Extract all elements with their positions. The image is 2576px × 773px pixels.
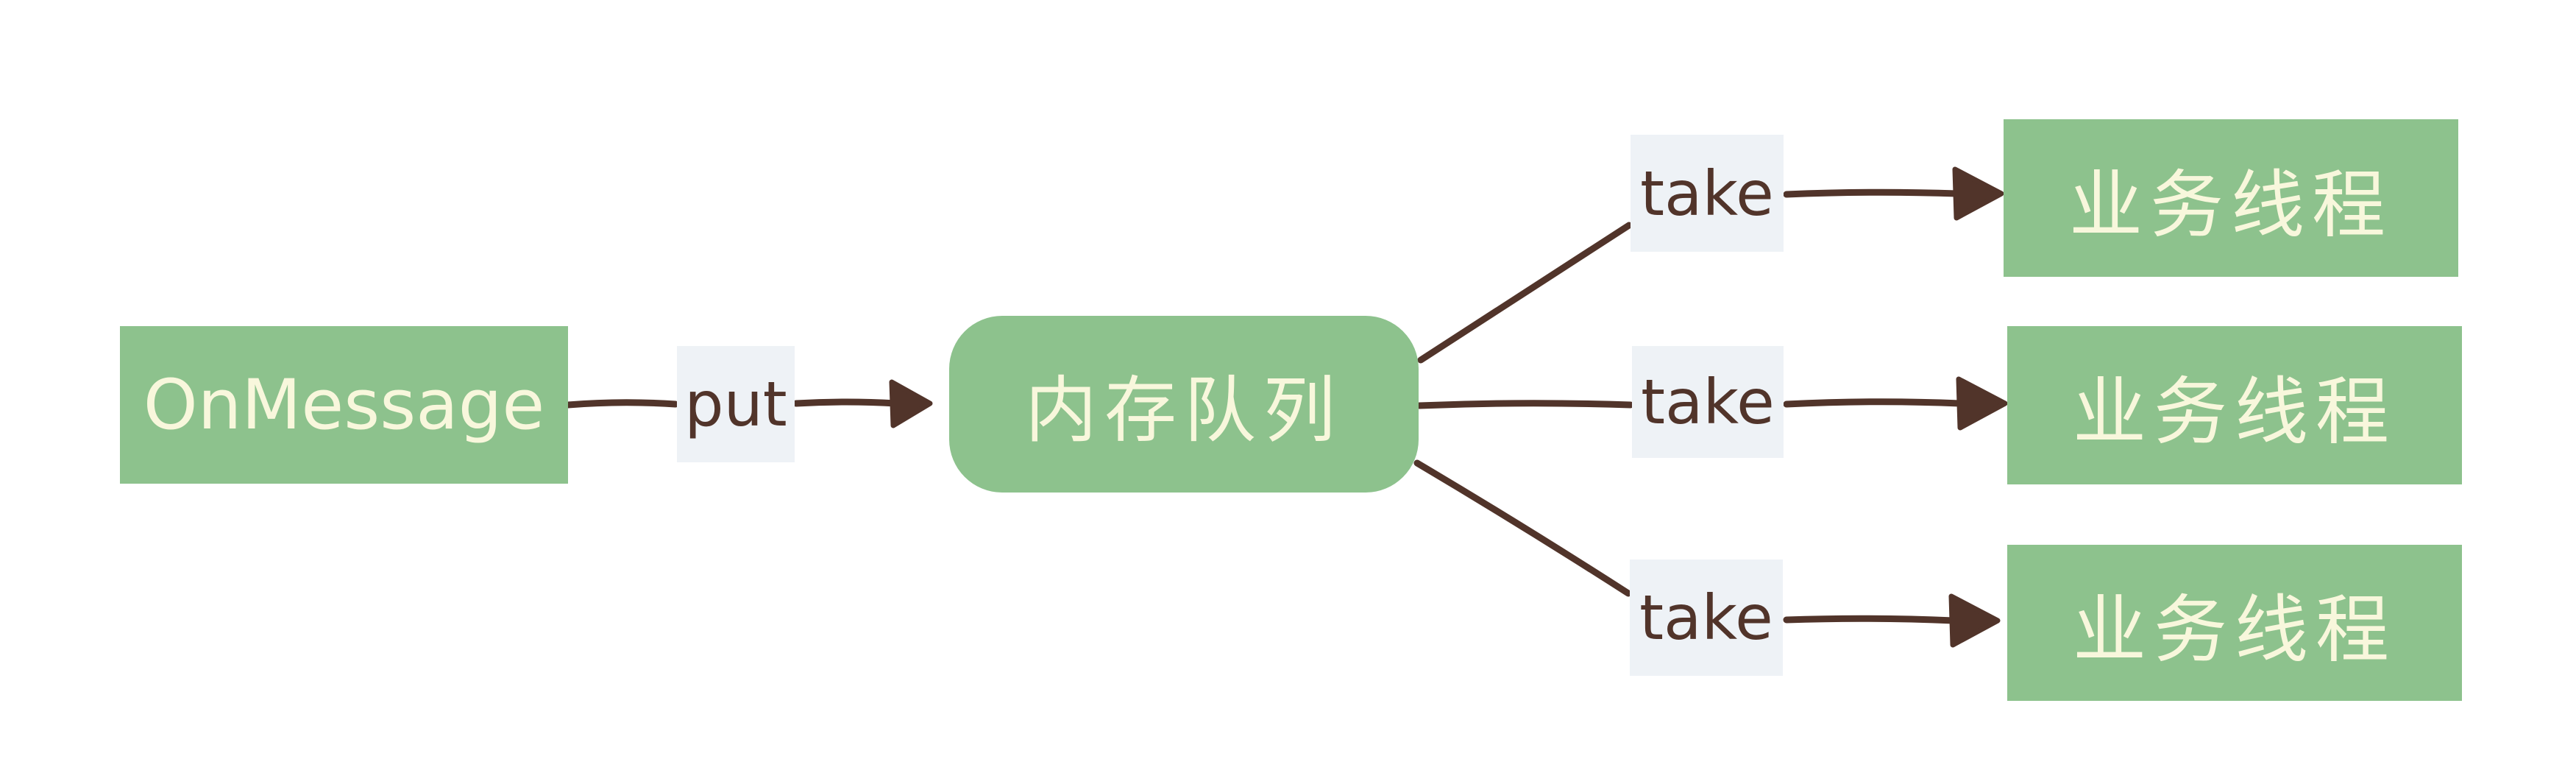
edge-label-take-1: take: [1631, 135, 1784, 252]
take-to-worker-line-3: [1783, 615, 1957, 624]
node-memory-queue-label: 内存队列: [1024, 369, 1343, 453]
node-worker-thread-1: 业务线程: [2004, 119, 2458, 277]
take-label-text-2: take: [1641, 366, 1775, 438]
node-onmessage-label: OnMessage: [143, 364, 545, 445]
node-onmessage: OnMessage: [120, 326, 568, 484]
take-arrowhead-2-icon: [1956, 376, 2008, 431]
put-label-text: put: [684, 368, 787, 440]
edge-label-put: put: [677, 346, 795, 462]
take-arrowhead-3-icon: [1948, 593, 2001, 648]
node-worker-thread-3: 业务线程: [2007, 545, 2462, 701]
queue-to-take-line-3: [1413, 459, 1632, 597]
edge-label-take-2: take: [1632, 346, 1784, 458]
put-to-queue-line: [792, 398, 900, 407]
take-arrowhead-1-icon: [1952, 166, 2004, 221]
take-label-text-3: take: [1639, 582, 1773, 654]
node-worker-thread-3-label: 业务线程: [2073, 586, 2396, 673]
queue-to-take-line-2: [1416, 400, 1634, 409]
node-worker-thread-2-label: 业务线程: [2073, 369, 2396, 455]
queue-to-take-line-1: [1417, 222, 1633, 364]
edge-label-take-3: take: [1630, 560, 1783, 676]
take-label-text-1: take: [1640, 157, 1774, 230]
producer-to-put-line: [564, 399, 679, 409]
take-to-worker-line-2: [1783, 398, 1964, 408]
node-worker-thread-1-label: 业务线程: [2069, 161, 2393, 248]
take-to-worker-line-1: [1783, 188, 1961, 198]
put-arrowhead-icon: [889, 379, 933, 428]
node-memory-queue: 内存队列: [949, 316, 1419, 493]
node-worker-thread-2: 业务线程: [2007, 326, 2462, 484]
